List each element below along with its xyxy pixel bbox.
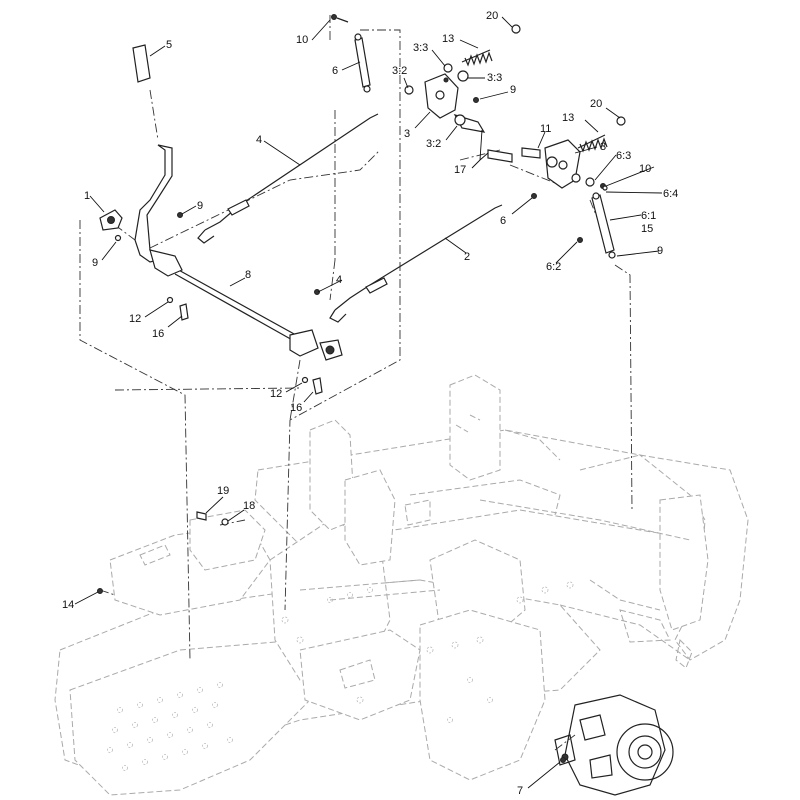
callout-4: 4 (256, 134, 262, 146)
callout-10: 10 (639, 163, 651, 175)
floor-plate-holes (107, 581, 574, 771)
callout-16: 16 (152, 328, 164, 340)
callout-7: 7 (517, 785, 523, 797)
callout-10: 10 (296, 34, 308, 46)
cross-shaft (174, 267, 306, 341)
callout-6: 6 (332, 65, 338, 77)
callout-5: 5 (166, 39, 172, 51)
assembly-lines (79, 15, 633, 751)
callout-3-3: 3:3 (487, 72, 502, 84)
callout-15: 9 (92, 257, 98, 269)
callout-6-1: 15 (641, 223, 653, 235)
hydro-pump (554, 694, 674, 796)
callout-19: 19 (217, 485, 229, 497)
callout-3: 3 (404, 128, 410, 140)
callout-20: 20 (486, 10, 498, 22)
callout-3-3: 3:3 (413, 42, 428, 54)
lever-arm (134, 144, 173, 263)
hand-grip (132, 44, 151, 83)
callout-9: 9 (197, 200, 203, 212)
control-rod-lower (334, 204, 503, 311)
damper-lower (591, 194, 615, 254)
callout-12: 12 (270, 388, 282, 400)
callout-11: 11 (540, 123, 551, 135)
damper-upper (354, 37, 371, 88)
callout-labels: 20 10 13 3:3 5 6 3:2 3:3 9 3 3:2 20 13 4… (62, 10, 678, 797)
callout-20: 20 (590, 98, 602, 110)
bellcrank-upper (424, 73, 459, 119)
callout-2: 8 (245, 269, 251, 281)
callout-1: 1 (84, 190, 90, 202)
callout-6: 6:1 (641, 210, 656, 222)
callout-8: 6:2 (546, 261, 561, 273)
callout-13: 13 (562, 112, 574, 124)
callout-4: 2 (464, 251, 470, 263)
callout-6-3: 6:3 (616, 150, 631, 162)
callout-3-2: 3:2 (392, 65, 407, 77)
callout-3-2: 3:2 (426, 138, 441, 150)
callout-9: 4 (336, 274, 342, 286)
callout-9: 9 (510, 84, 516, 96)
linkage-parts (97, 14, 626, 763)
leader-lines (74, 16, 663, 789)
callout-9: 6 (500, 215, 506, 227)
spring-upper (461, 49, 493, 67)
callout-17: 17 (454, 164, 466, 176)
callout-13: 13 (442, 33, 454, 45)
callout-6-4: 6:4 (663, 188, 678, 200)
callout-12: 12 (129, 313, 141, 325)
callout-14: 14 (62, 599, 74, 611)
callout-3: 3 (600, 141, 606, 153)
chassis-frame (54, 374, 749, 796)
callout-18: 18 (243, 500, 255, 512)
spring-lower (577, 134, 608, 153)
callout-16: 16 (290, 402, 302, 414)
callout-6-2: 9 (657, 245, 663, 257)
